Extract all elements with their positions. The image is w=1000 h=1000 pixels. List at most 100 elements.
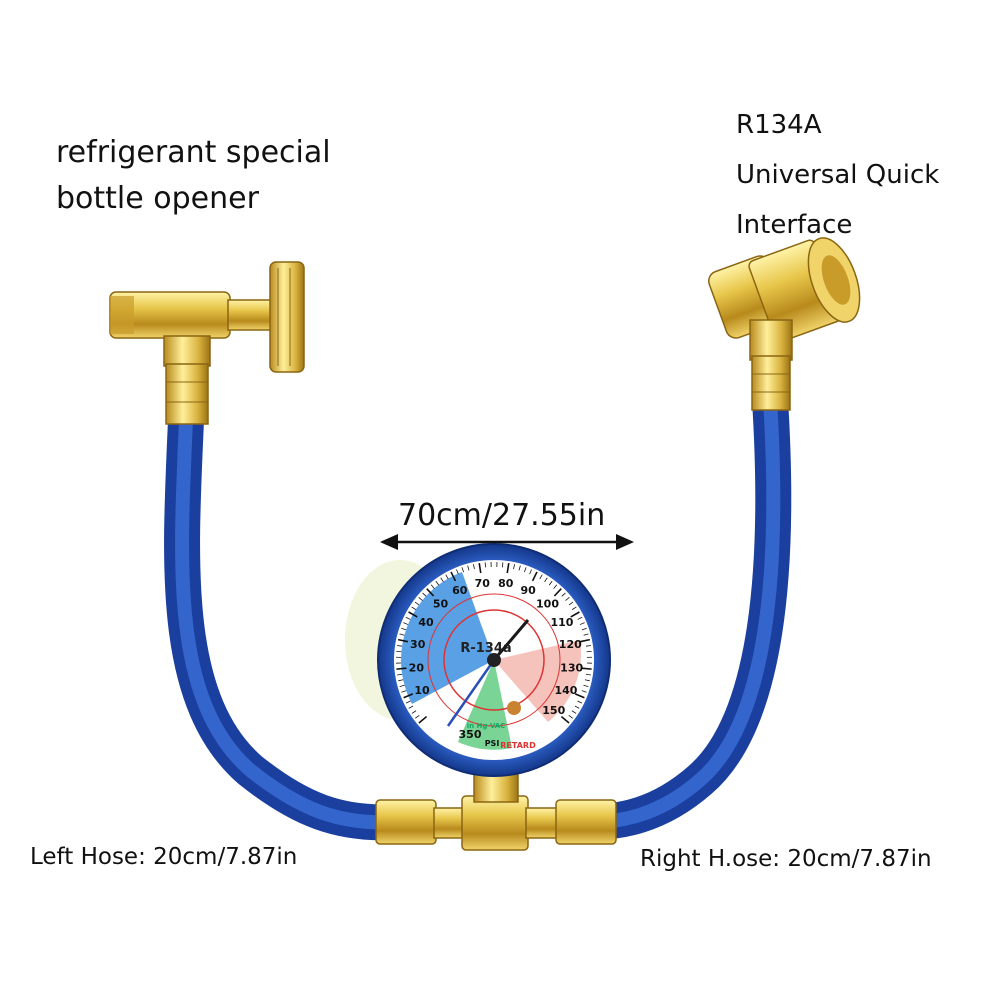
gauge-tick [574, 693, 585, 699]
gauge-tick-label: 70 [475, 577, 491, 590]
gauge-tick [581, 667, 592, 670]
gauge-pivot [487, 653, 501, 667]
gauge-tick [467, 565, 470, 571]
right-hose-label: Right H.ose: 20cm/7.87in [640, 846, 932, 872]
gauge-tick-label: 20 [409, 661, 425, 674]
gauge-tick [401, 690, 407, 693]
gauge-tick [411, 710, 417, 714]
gauge-tick [430, 584, 435, 589]
gauge-tick-label: 130 [560, 661, 583, 674]
gauge-tick-label: 100 [536, 597, 559, 610]
gauge-tick [544, 577, 548, 583]
gauge-tick-label: 110 [551, 616, 574, 629]
gauge-tick [583, 684, 589, 687]
gauge-tick [539, 574, 543, 580]
gauge-tick [506, 562, 510, 574]
gauge-tick [397, 673, 403, 676]
quick-coupler [708, 237, 861, 411]
gauge-tick [583, 633, 589, 636]
gauge-tick-label: 50 [433, 597, 449, 610]
gauge-tick [456, 569, 459, 575]
gauge-tick [571, 606, 577, 610]
gauge-tick [399, 684, 405, 687]
gauge-tick-label: 30 [410, 638, 426, 651]
gauge-tick-label: 60 [452, 584, 468, 597]
gauge-tick [584, 679, 590, 682]
bottle-opener-label: refrigerant special bottle opener [56, 130, 331, 222]
gauge-tick [418, 715, 428, 724]
gauge-tick [579, 622, 585, 625]
gauge-unit-text: PSI [485, 739, 500, 748]
gauge-tick [461, 567, 464, 573]
gauge-tick [581, 690, 587, 693]
gauge-tick [450, 571, 457, 582]
gauge-tick [585, 645, 591, 647]
gauge-tick [408, 705, 414, 709]
gauge-tick [435, 580, 440, 586]
gauge-tick-label: 90 [521, 584, 537, 597]
gauge-tick [405, 616, 411, 620]
gauge-tick [560, 715, 570, 724]
gauge-tick [524, 567, 527, 573]
gauge-tick-label: 40 [418, 616, 434, 629]
gauge-tick [577, 700, 583, 704]
gauge-tick [577, 616, 583, 620]
gauge-tick [399, 633, 405, 636]
gauge-tick [574, 705, 580, 709]
gauge-tick [478, 562, 482, 574]
gauge-tick [403, 693, 414, 699]
interface-line-2: Universal Quick [736, 160, 940, 190]
bottle-opener-valve [109, 261, 305, 425]
gauge-tick [398, 679, 404, 682]
gauge-tick [440, 577, 444, 583]
gauge-tick [548, 580, 553, 586]
gauge-tick [426, 588, 435, 597]
gauge-needle [492, 619, 530, 661]
dimension-label: 70cm/27.55in [398, 498, 606, 533]
gauge-tick [422, 592, 427, 597]
gauge-tick [513, 564, 515, 570]
gauge-tick [408, 611, 418, 618]
gauge-tick [568, 715, 573, 719]
interface-line-3: Interface [736, 210, 853, 240]
gauge-vac-text: in Hg VAC [467, 722, 506, 730]
gauge-tick-label: 120 [559, 638, 582, 651]
gauge-tick [581, 627, 587, 631]
gauge-tick [565, 597, 570, 601]
gauge-retard-text: RETARD [500, 741, 536, 750]
gauge-tick [529, 569, 532, 575]
gauge-tick [531, 571, 538, 582]
gauge-tick [415, 715, 420, 719]
gauge-tick [405, 700, 411, 704]
gauge-tick [571, 710, 577, 714]
gauge-tick [411, 606, 417, 610]
gauge-tick [579, 638, 591, 643]
gauge-tick [585, 673, 591, 676]
gauge-tick-label: 10 [414, 684, 430, 697]
gauge-tick [401, 627, 407, 631]
gauge-tick-label: 80 [498, 577, 514, 590]
gauge-tick [397, 645, 403, 647]
left-hose-label: Left Hose: 20cm/7.87in [30, 844, 298, 870]
gauge-tick [396, 667, 407, 670]
gauge-tick [445, 574, 449, 580]
gauge-tick [570, 611, 580, 618]
opener-line-1: refrigerant special [56, 135, 331, 170]
gauge-tick [561, 592, 566, 597]
gauge-tick [403, 622, 409, 625]
dimension-arrow [380, 534, 634, 550]
gauge-tick [518, 565, 521, 571]
gauge-tick-label: 150 [542, 704, 565, 717]
gauge-tick [473, 564, 475, 570]
gauge-max-text: 350 [459, 728, 482, 741]
gauge-tick [418, 597, 423, 601]
gauge-tick [414, 601, 420, 606]
quick-interface-label: R134A Universal Quick Interface [736, 100, 939, 250]
gauge-tick [553, 588, 562, 597]
opener-line-2: bottle opener [56, 181, 259, 216]
gauge-tick [568, 601, 574, 606]
interface-line-1: R134A [736, 110, 822, 140]
gauge-tick [553, 584, 558, 589]
